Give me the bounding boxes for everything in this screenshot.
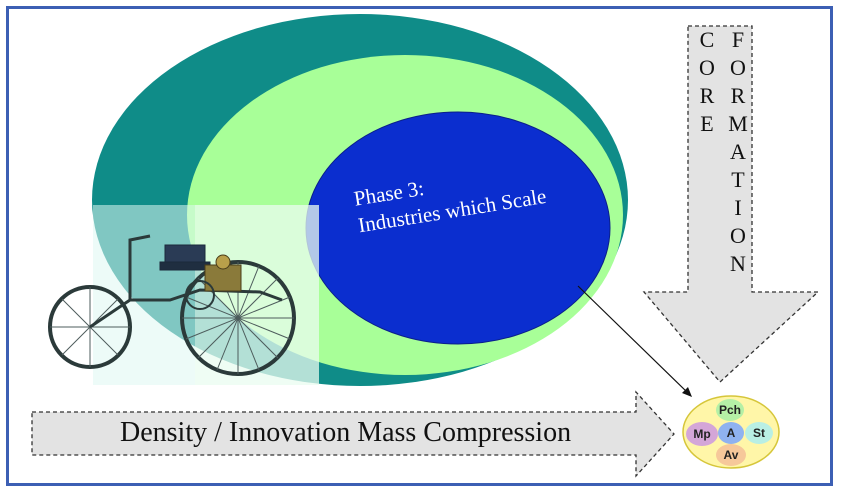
compression-arrow [31,390,675,478]
node-label-left: Mp [693,427,711,441]
node-label-bottom: Av [723,448,739,462]
compression-label: Density / Innovation Mass Compression [120,417,572,448]
formation-letter: T [731,167,745,192]
formation-letter: F [731,27,745,52]
node-left [686,422,718,446]
node-center [718,422,744,444]
formation-letter: A [730,139,746,164]
core-letter: R [699,83,715,108]
core-letter: E [700,111,714,136]
core-letter: O [699,55,715,80]
formation-letter: O [730,223,746,248]
formation-letter: M [728,111,748,136]
node-label-center: A [726,426,736,440]
connector-line [577,285,689,394]
core-letter: C [699,27,715,52]
formation-letter: I [734,195,742,220]
node-label-right: St [753,426,765,440]
inner-ellipse [305,111,611,345]
node-label-top: Pch [718,403,741,417]
node-bottom [716,444,746,466]
formation-letter: R [730,83,746,108]
connector-arrowhead [682,387,692,397]
formation-text: F O R M A T I O N [724,26,752,278]
formation-letter: N [730,251,746,276]
core-text: C O R E [693,26,721,138]
node-top [716,399,744,421]
node-right [745,422,773,444]
antique-car-image [48,234,296,376]
formation-letter: O [730,55,746,80]
core-formation-arrow [642,25,820,383]
